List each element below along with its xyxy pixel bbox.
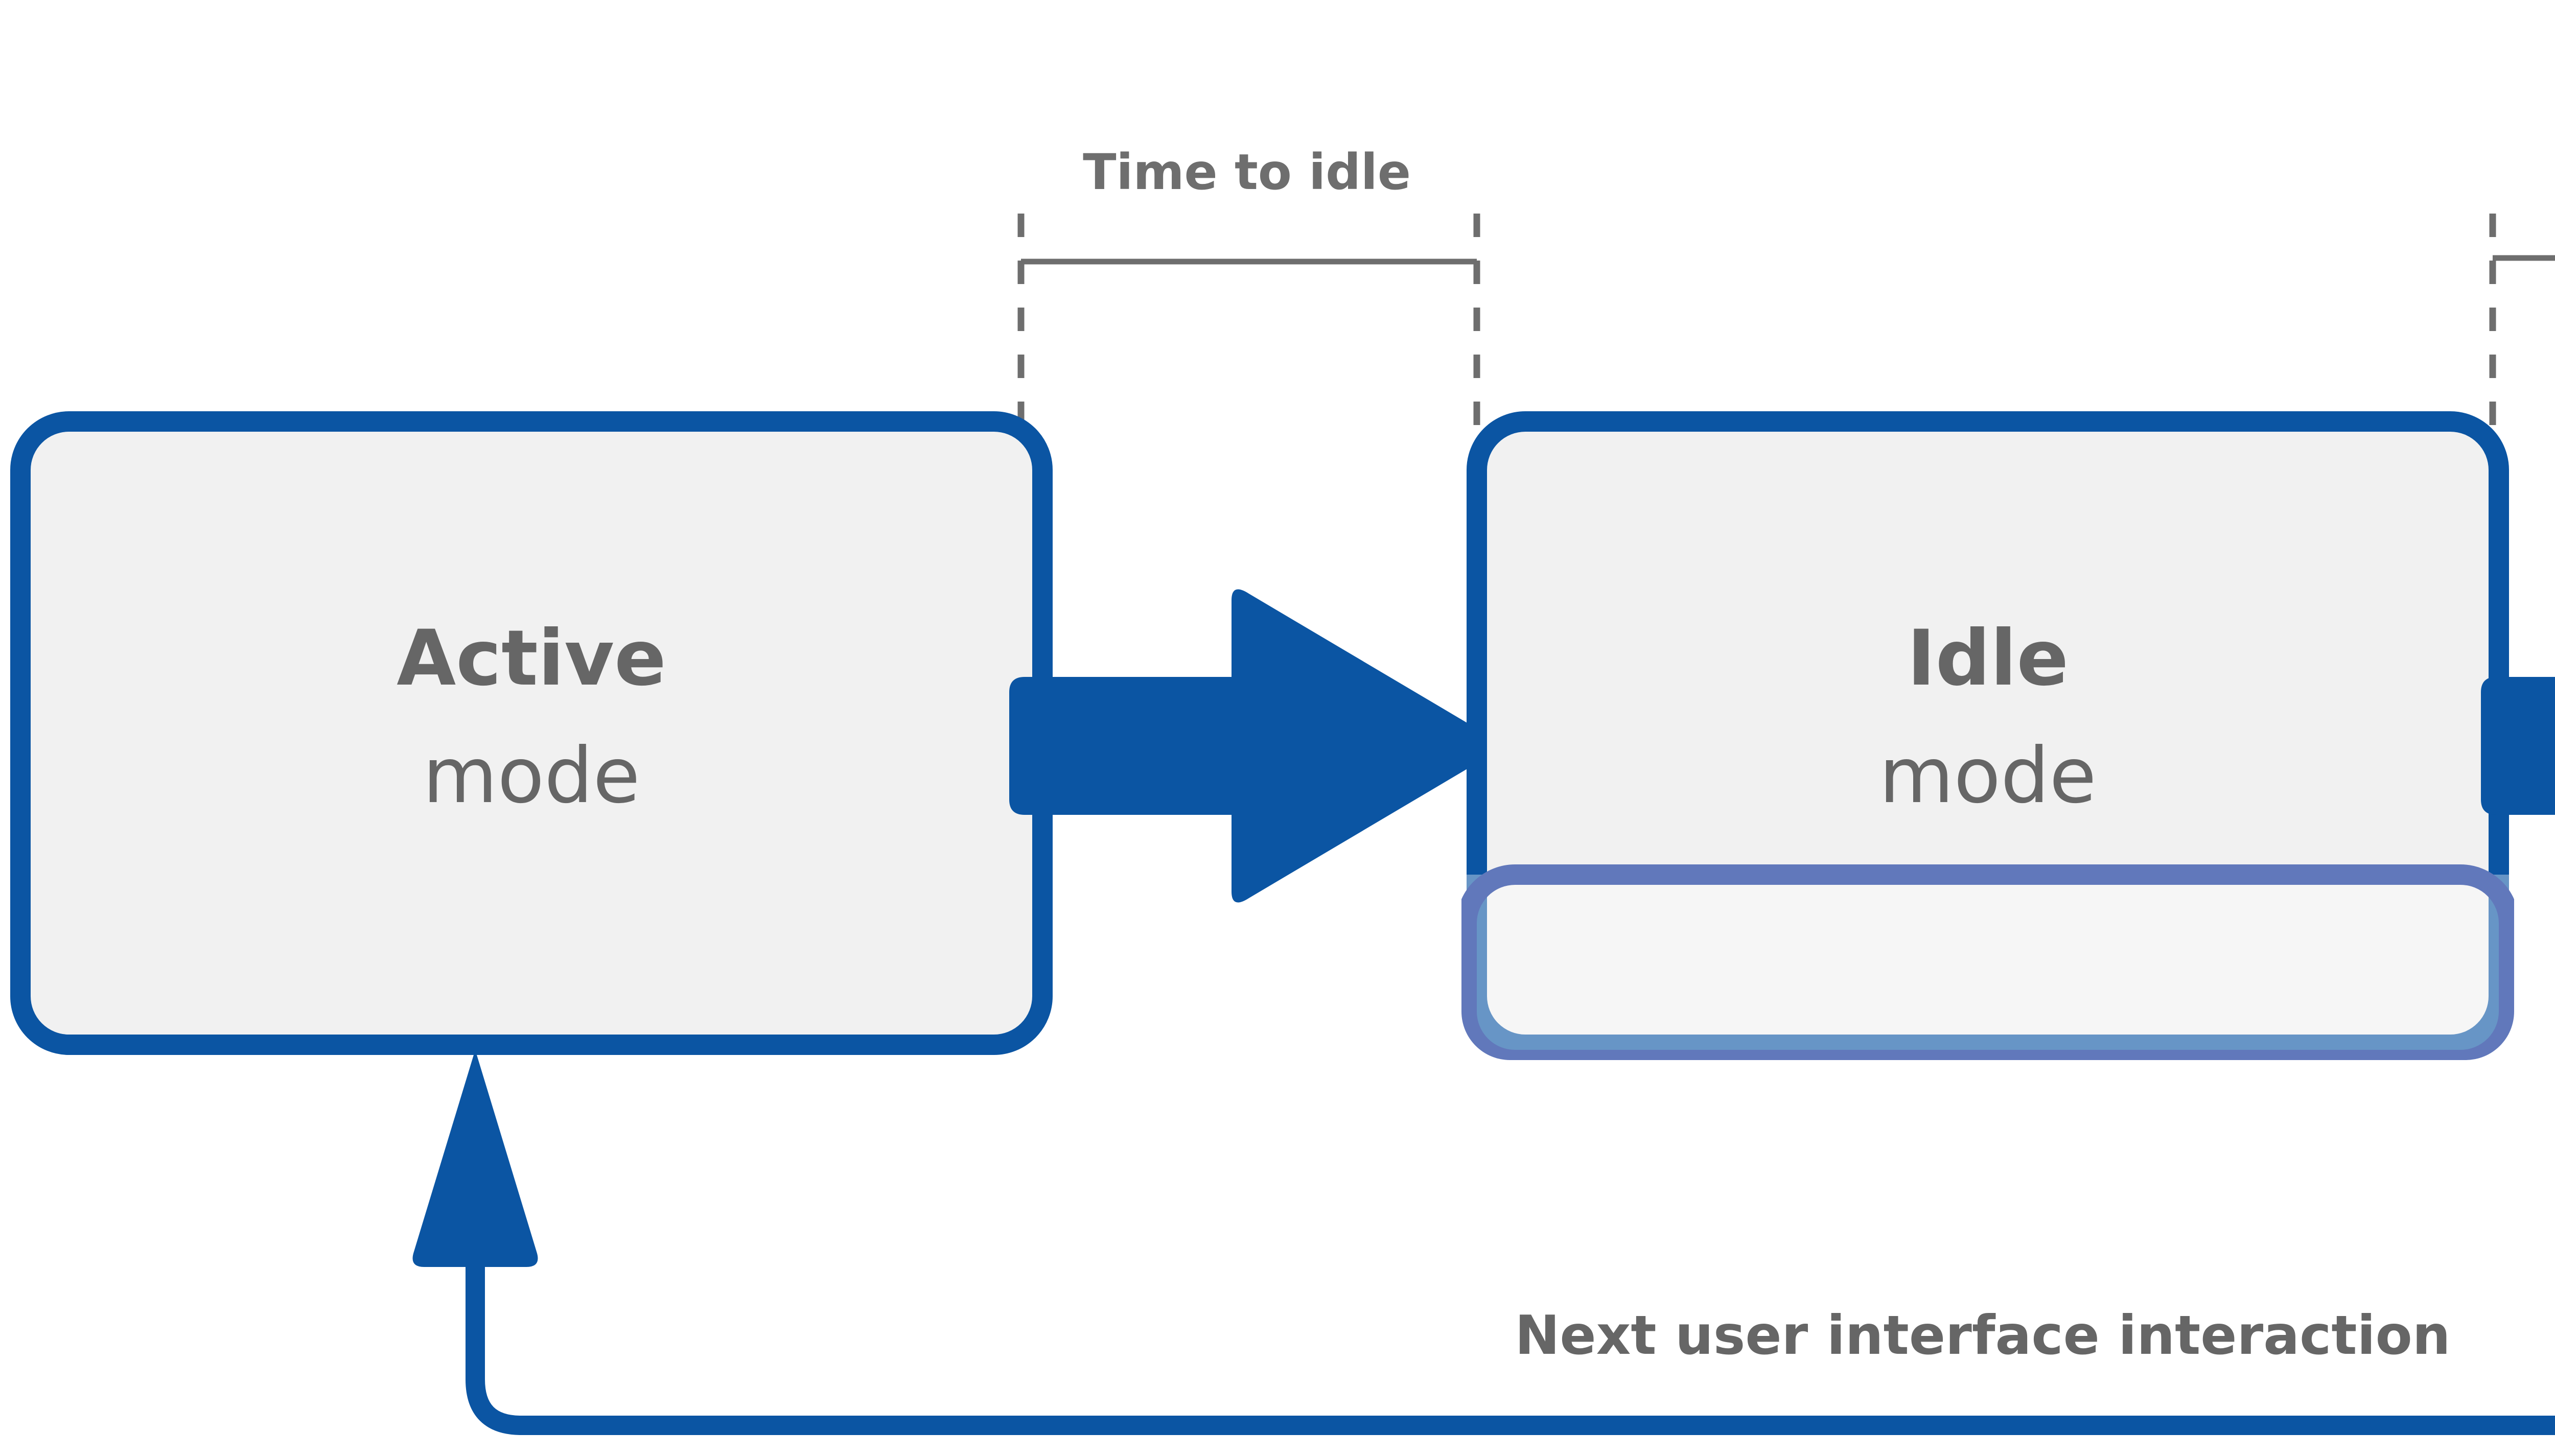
time-to-idle-bracket bbox=[1017, 214, 1480, 516]
feedback-loop-arrowhead-icon bbox=[412, 1050, 538, 1267]
idle-mode-title: Idle bbox=[1907, 614, 2069, 703]
arrow-active-to-idle-icon bbox=[1009, 589, 1496, 903]
active-mode-title: Active bbox=[397, 614, 666, 703]
node-idle-mode[interactable]: Idle mode bbox=[1461, 411, 2514, 1079]
idle-mode-subtitle: mode bbox=[1879, 732, 2096, 820]
idle-mode-overlay bbox=[1461, 864, 2514, 1060]
arrow-idle-to-standby-icon bbox=[2481, 677, 2555, 815]
feedback-loop-path bbox=[466, 1155, 2555, 1435]
next-user-interaction-label: Next user interface interaction bbox=[1515, 1304, 2451, 1367]
time-to-idle-label: Time to idle bbox=[1083, 144, 1411, 201]
node-active-mode[interactable]: Active mode bbox=[10, 411, 1053, 1055]
active-mode-subtitle: mode bbox=[423, 732, 640, 820]
